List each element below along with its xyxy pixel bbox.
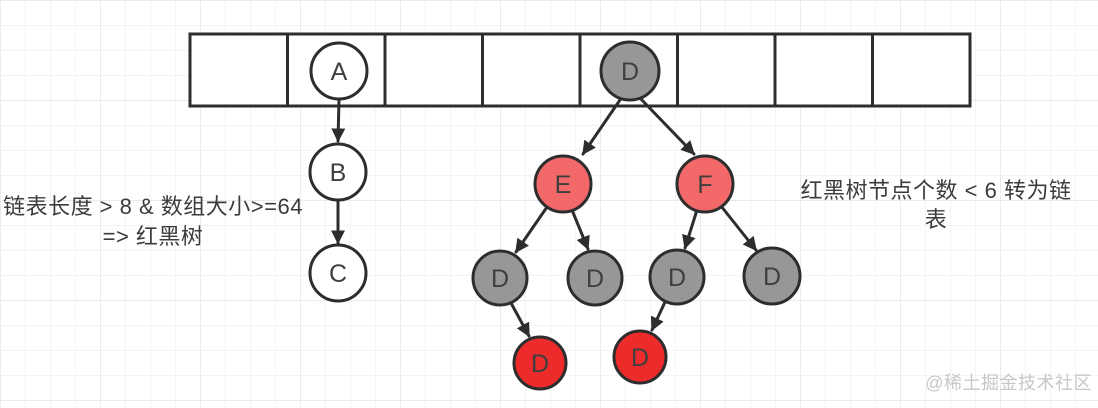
node-b-circle xyxy=(308,142,368,202)
annotation-treeify-rule: 链表长度 > 8 & 数组大小>=64 => 红黑树 xyxy=(0,192,306,252)
node-a: A xyxy=(309,41,369,101)
node-f: F xyxy=(675,154,735,214)
node-c-circle xyxy=(308,243,368,303)
arrow-f-to-d4 xyxy=(719,204,758,252)
node-d6-label: D xyxy=(631,344,649,372)
node-d1-circle xyxy=(471,249,529,307)
arrow-d1-to-d5 xyxy=(509,301,531,338)
node-d2-circle xyxy=(566,249,624,307)
node-d3-label: D xyxy=(668,264,686,292)
node-d5: D xyxy=(512,335,568,391)
node-b: B xyxy=(308,142,368,202)
node-root-d-label: D xyxy=(621,58,639,86)
bucket-array xyxy=(188,32,972,108)
node-d3-circle xyxy=(648,248,706,306)
arrow-d3-to-d6 xyxy=(650,300,667,332)
node-f-label: F xyxy=(697,171,712,199)
arrow-rootd-to-e xyxy=(581,95,624,156)
node-e-circle xyxy=(533,154,593,214)
node-d4: D xyxy=(742,246,802,306)
node-d2: D xyxy=(566,249,624,307)
node-a-label: A xyxy=(331,58,348,86)
node-e-label: E xyxy=(555,171,572,199)
node-d5-label: D xyxy=(531,350,549,378)
arrow-a-to-b xyxy=(331,98,346,143)
node-d3: D xyxy=(648,248,706,306)
arrow-e-to-d2 xyxy=(570,208,590,251)
node-f-circle xyxy=(675,154,735,214)
node-root-d: D xyxy=(599,40,661,102)
arrow-e-to-d1 xyxy=(514,205,549,254)
node-b-label: B xyxy=(330,159,347,187)
node-d1-label: D xyxy=(491,265,509,293)
node-d6: D xyxy=(612,329,668,385)
node-c-label: C xyxy=(329,260,347,288)
watermark: @稀土掘金技术社区 xyxy=(925,373,1092,393)
node-c: C xyxy=(308,243,368,303)
node-d4-label: D xyxy=(763,263,781,291)
node-root-d-circle xyxy=(599,40,661,102)
annotation-treeify-line1: 链表长度 > 8 & 数组大小>=64 xyxy=(3,194,303,219)
node-d6-circle xyxy=(612,329,668,385)
annotation-untreeify-rule: 红黑树节点个数 < 6 转为链表 xyxy=(800,178,1072,232)
node-d4-circle xyxy=(742,246,802,306)
arrow-f-to-d3 xyxy=(682,208,699,250)
annotation-treeify-line2: => 红黑树 xyxy=(102,224,204,249)
node-d2-label: D xyxy=(586,265,604,293)
node-d1: D xyxy=(471,249,529,307)
node-a-circle xyxy=(309,41,369,101)
diagram-arrows xyxy=(331,95,758,338)
node-d5-circle xyxy=(512,335,568,391)
arrow-rootd-to-f xyxy=(637,95,696,156)
node-e: E xyxy=(533,154,593,214)
